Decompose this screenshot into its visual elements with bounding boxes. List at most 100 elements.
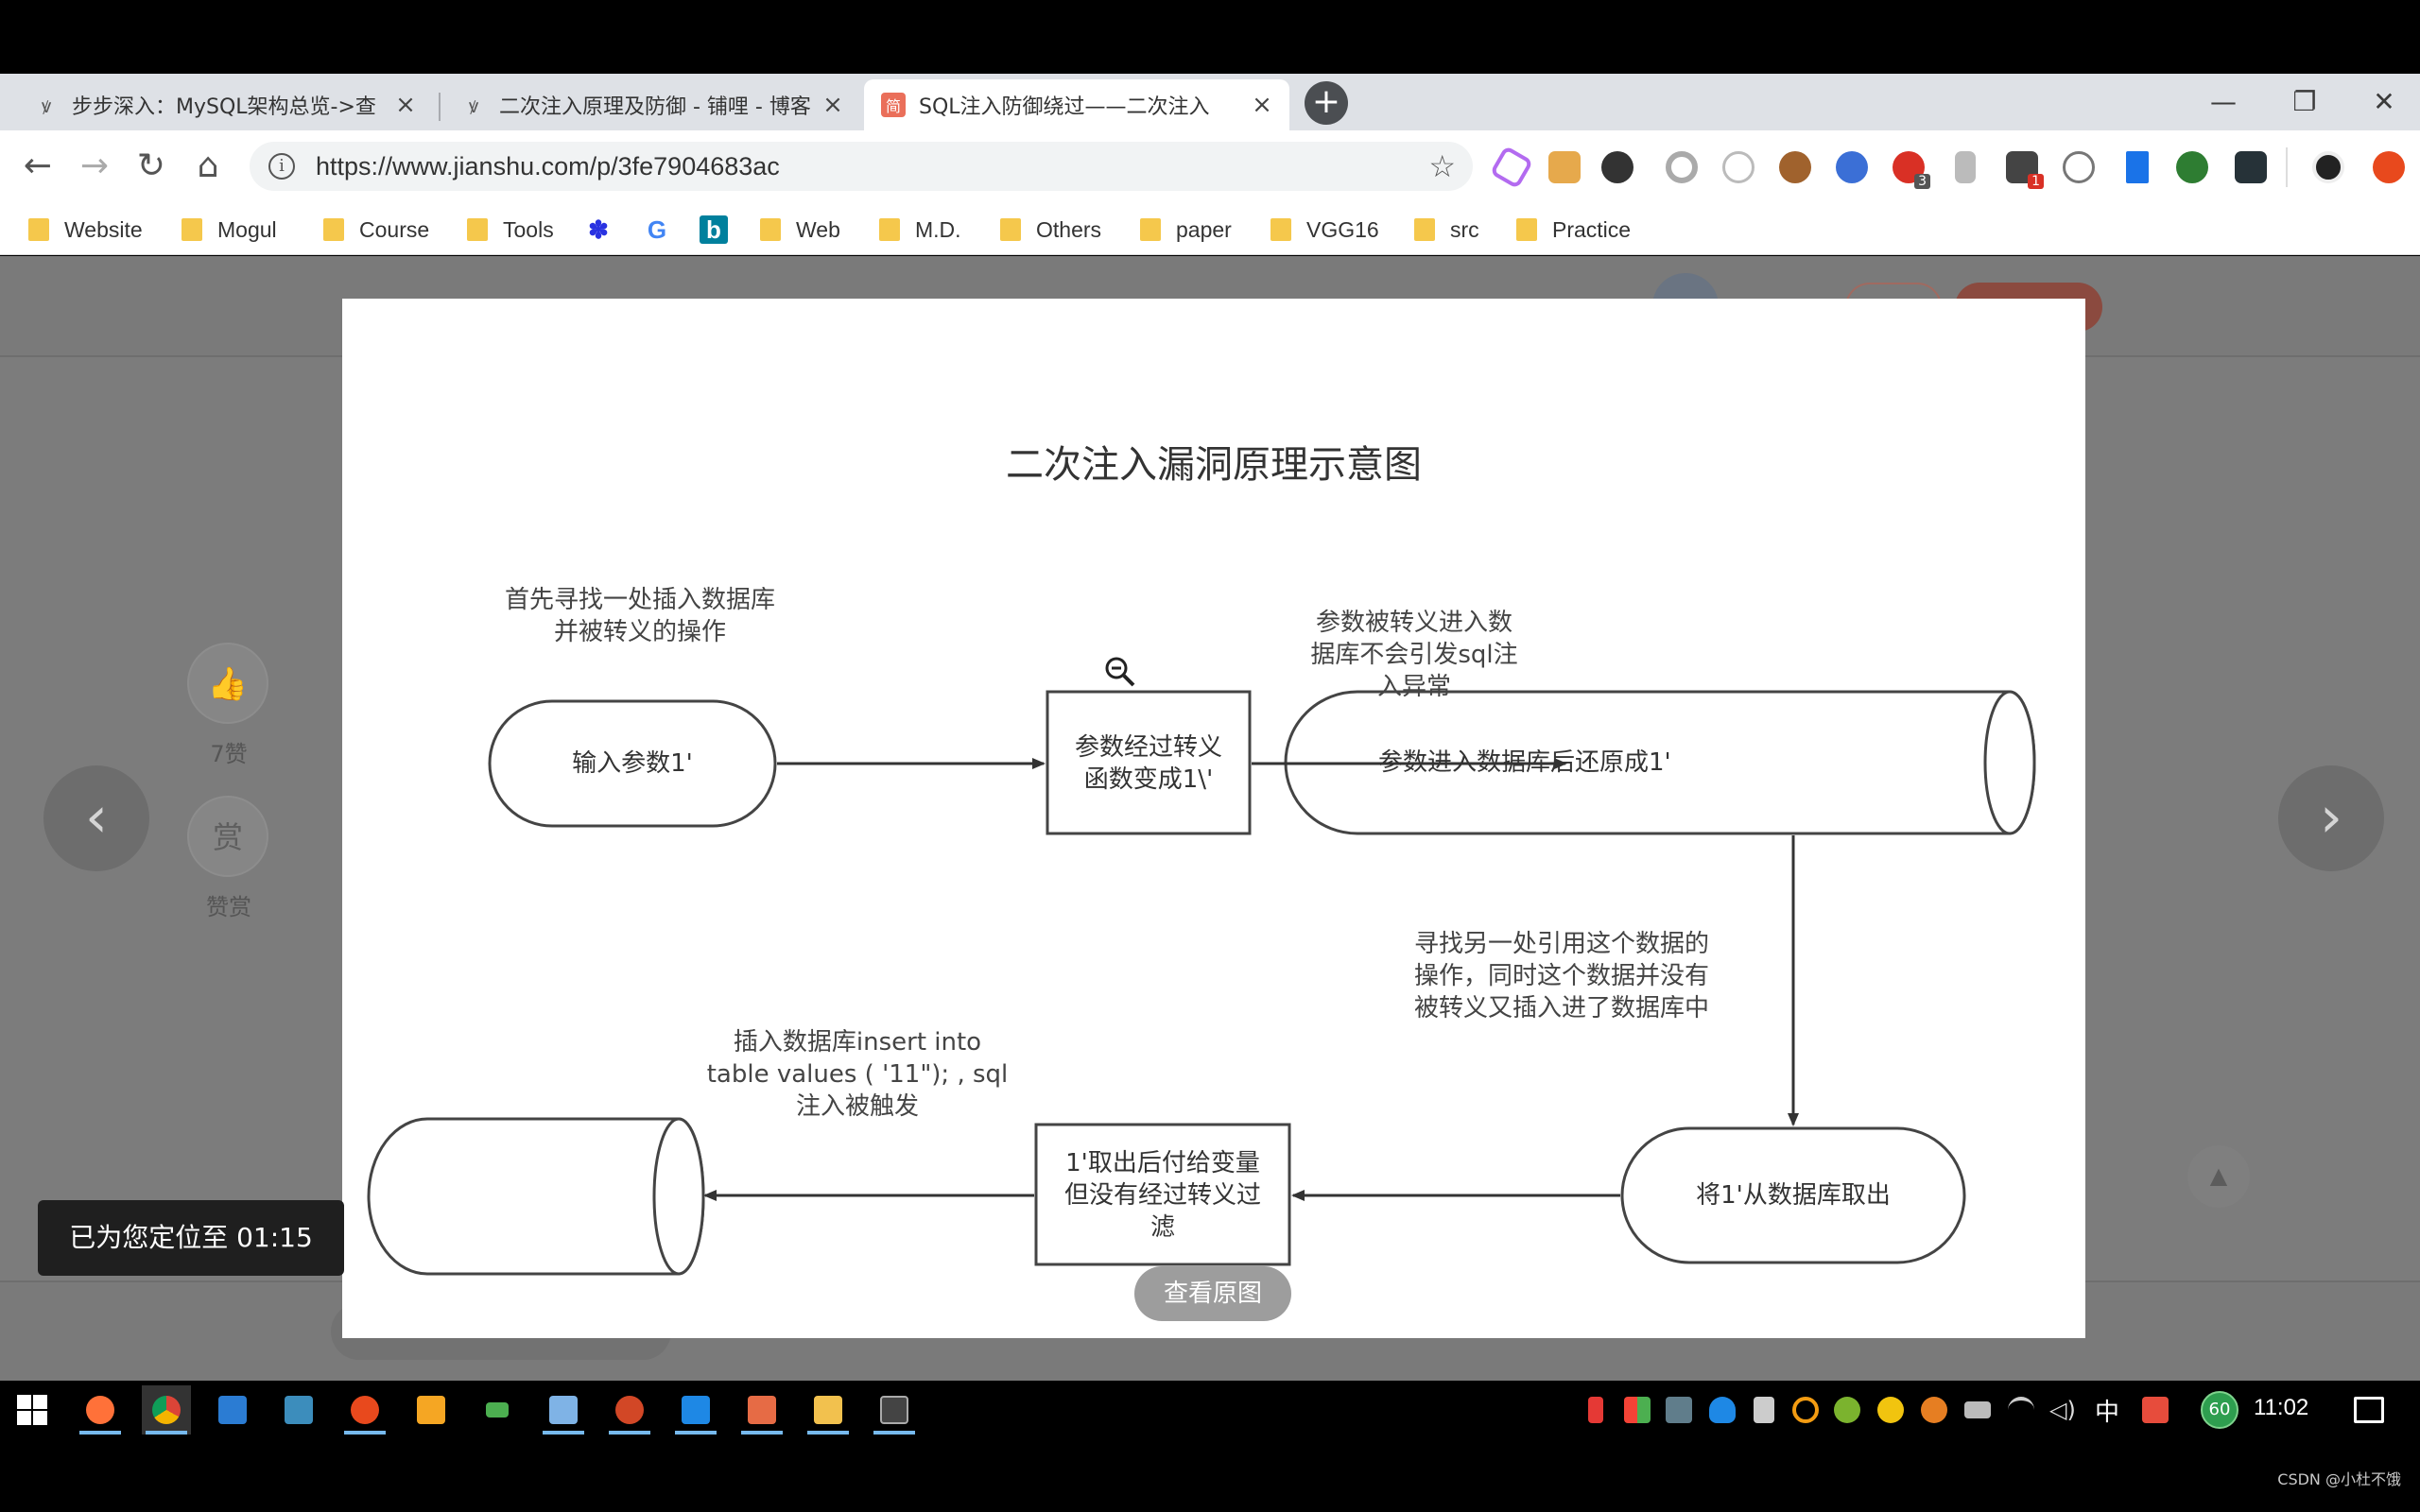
close-icon[interactable]: × [1252,91,1272,119]
taskbar-network-tool[interactable] [274,1385,323,1435]
annotation-line: 参数被转义进入数 [1315,609,1512,637]
burp-icon [351,1396,379,1424]
bookmark-folder-course[interactable]: Course [323,214,429,246]
extension-green-icon[interactable] [2176,151,2208,183]
bookmark-label: paper [1176,216,1232,242]
tab-mysql-architecture[interactable]: ꝟ 步步深入：MySQL架构总览->查 × [17,79,433,130]
shield-icon[interactable] [1709,1397,1736,1423]
tab-second-injection-blog[interactable]: ꝟ 二次注入原理及防御 - 铺哩 - 博客 × [444,79,860,130]
restore-icon[interactable]: ❐ [2292,86,2317,117]
bookmark-baidu[interactable]: ✽ [584,214,613,246]
home-icon[interactable]: ⌂ [197,146,219,185]
back-icon[interactable]: ← [23,146,53,185]
ime-indicator[interactable]: 中 [2095,1399,2120,1427]
extension-paragraph-icon[interactable] [1548,151,1581,183]
taskbar-notepad[interactable] [539,1385,588,1435]
bookmark-folder-md[interactable]: M.D. [879,214,961,246]
wifi-icon[interactable] [2008,1397,2034,1423]
taskbar-arrow-app[interactable] [473,1385,522,1435]
extension-cookie-icon[interactable] [1779,151,1811,183]
update-icon[interactable] [2373,151,2405,183]
tray-app-icon[interactable] [1624,1397,1651,1423]
sogou-icon[interactable] [2142,1397,2169,1423]
annotation-line: 操作，同时这个数据并没有 [1413,962,1709,990]
bookmark-folder-practice[interactable]: Practice [1516,214,1631,246]
next-image-button[interactable]: › [2278,765,2384,871]
view-original-button[interactable]: 查看原图 [1134,1266,1291,1321]
extension-bookmark-icon[interactable] [2126,151,2149,183]
node-db-target [367,1117,705,1276]
info-icon[interactable]: i [268,153,295,180]
notification-icon[interactable] [2354,1397,2384,1423]
bookmark-folder-mogul[interactable]: Mogul [182,214,277,246]
tray-app-icon[interactable] [1666,1397,1692,1423]
extension-download-icon[interactable] [1955,151,1976,183]
firefox-icon [86,1396,114,1424]
tray-app-icon[interactable] [1754,1397,1774,1423]
bookmark-google[interactable]: G [643,214,671,246]
tray-app-icon[interactable] [1921,1397,1947,1423]
forward-icon[interactable]: → [79,146,110,185]
extension-sync-icon[interactable] [2063,151,2095,183]
node-assign-label: 1'取出后付给变量 但没有经过转义过 滤 [1036,1147,1289,1244]
taskbar-burp[interactable] [340,1385,389,1435]
bookmark-folder-website[interactable]: Website [28,214,143,246]
battery-icon[interactable] [1964,1401,1991,1418]
url-text[interactable]: https://www.jianshu.com/p/3fe7904683ac [316,151,780,180]
panda-avatar-icon[interactable] [2312,151,2344,183]
close-icon[interactable]: × [395,91,416,119]
bookmark-star-icon[interactable]: ☆ [1428,148,1456,184]
extension-ring-icon[interactable] [1666,151,1698,183]
bookmark-bing[interactable]: b [700,214,728,246]
reload-icon[interactable]: ↻ [136,146,166,185]
back-to-top-icon[interactable]: ▲ [2187,1145,2250,1208]
start-button[interactable] [8,1385,57,1435]
taskbar-pdf[interactable] [406,1385,456,1435]
taskbar-terminal[interactable] [870,1385,919,1435]
tray-app-icon[interactable] [1877,1397,1904,1423]
annotation-line: 注入被触发 [795,1092,919,1121]
node-escape-label: 参数经过转义 函数变成1\' [1047,731,1250,796]
lightbox-image[interactable]: 二次注入漏洞原理示意图 [342,299,2085,1338]
clock[interactable]: 11:02 [2254,1395,2309,1420]
bookmarks-bar: Website Mogul Course Tools ✽ G b Web M.D… [0,204,2420,255]
bookmark-folder-paper[interactable]: paper [1140,214,1232,246]
extension-notify-icon[interactable]: 1 [2006,151,2044,189]
extension-github-icon[interactable] [1836,151,1868,183]
tray-app-icon[interactable] [1588,1397,1603,1423]
bookmark-folder-vgg16[interactable]: VGG16 [1270,214,1379,246]
taskbar-vscode[interactable] [671,1385,720,1435]
close-window-icon[interactable]: ✕ [2373,86,2395,117]
volume-icon[interactable]: ◁) [2049,1397,2076,1423]
extension-glasses-icon[interactable] [1601,151,1634,183]
bookmark-folder-others[interactable]: Others [1000,214,1101,246]
bookmark-folder-web[interactable]: Web [760,214,840,246]
new-tab-button[interactable]: + [1305,81,1348,125]
previous-image-button[interactable]: ‹ [43,765,149,871]
terminal-icon [880,1396,908,1424]
taskbar-explorer[interactable] [804,1385,853,1435]
bookmark-folder-tools[interactable]: Tools [467,214,554,246]
taskbar-firefox[interactable] [76,1385,125,1435]
seek-toast: 已为您定位至 01:15 [38,1200,344,1276]
bookmark-folder-src[interactable]: src [1414,214,1479,246]
like-icon[interactable]: 👍 [187,643,268,724]
annotation-find-insert: 首先寻找一处插入数据库 并被转义的操作 [484,584,796,648]
reward-icon[interactable]: 赏 [187,796,268,877]
close-icon[interactable]: × [822,91,843,119]
extension-link-icon[interactable] [1722,151,1754,183]
address-bar[interactable]: i https://www.jianshu.com/p/3fe7904683ac… [250,142,1473,191]
extension-dark-icon[interactable] [2235,151,2267,183]
taskbar-chrome[interactable] [142,1385,191,1435]
minimize-icon[interactable]: — [2210,86,2237,117]
taskbar-powerpoint[interactable] [605,1385,654,1435]
wechat-icon[interactable] [1834,1397,1860,1423]
search-icon[interactable] [1792,1397,1819,1423]
performance-badge[interactable]: 60 [2201,1391,2238,1429]
extension-adblock-icon[interactable]: 3 [1893,151,1930,189]
tab-separator [439,93,441,121]
taskbar-office[interactable] [737,1385,786,1435]
tab-sql-injection-bypass[interactable]: 简 SQL注入防御绕过——二次注入 × [864,79,1289,130]
taskbar-mail[interactable] [208,1385,257,1435]
